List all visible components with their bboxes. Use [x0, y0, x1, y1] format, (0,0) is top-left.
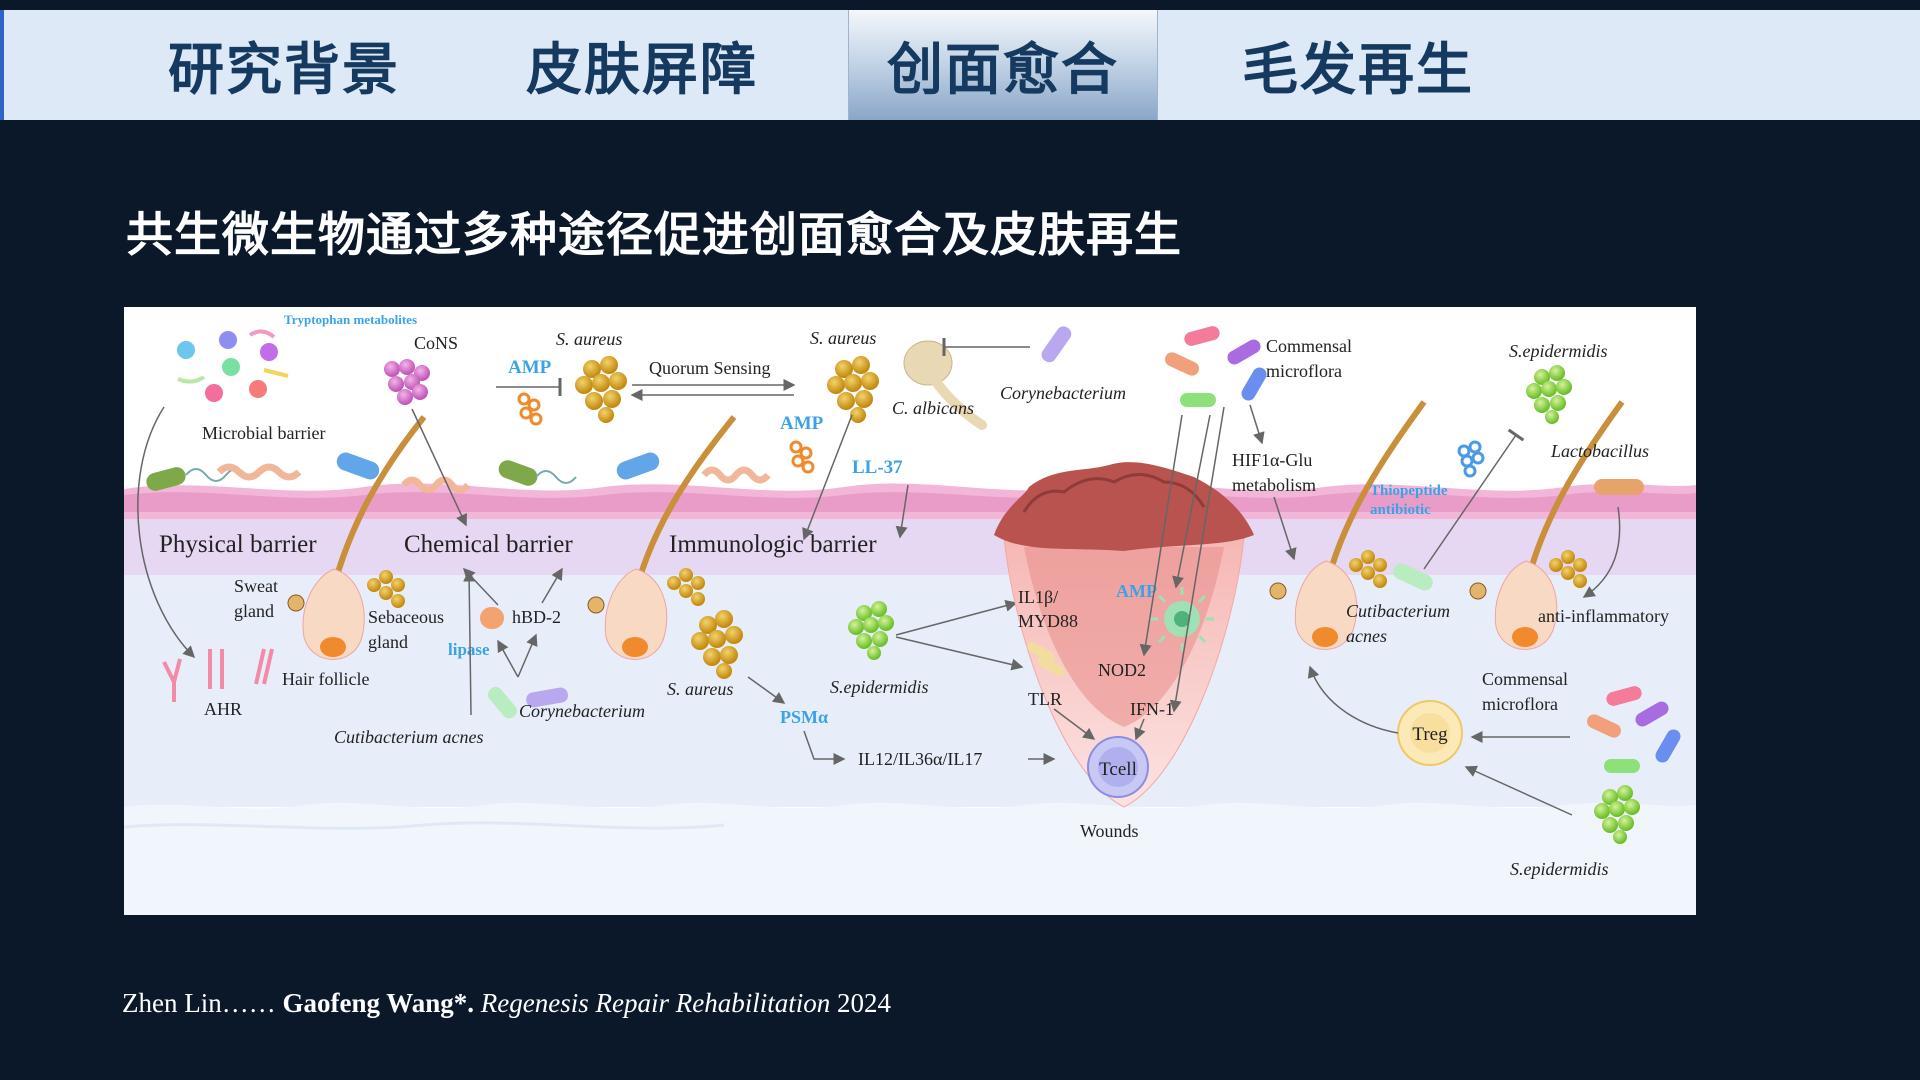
- commensal-label-1b: microflora: [1266, 361, 1342, 381]
- amp-label-1: AMP: [508, 357, 552, 378]
- s-aureus-cluster-1: [575, 356, 627, 423]
- ahr-label: AHR: [204, 699, 242, 719]
- c-albicans-label: C. albicans: [892, 398, 974, 418]
- thiopeptide-particles: [1457, 440, 1485, 478]
- cons-cluster: [384, 359, 430, 405]
- c-albicans-icon: [903, 340, 987, 430]
- surface-microbes: [146, 452, 771, 494]
- tlr-receptor-icon: [1027, 642, 1065, 676]
- sebaceous-label: Sebaceous: [368, 607, 444, 627]
- lactobacillus-label: Lactobacillus: [1550, 441, 1649, 461]
- commensal-label-2b: microflora: [1482, 694, 1558, 714]
- lipase-label: lipase: [448, 640, 490, 659]
- ll37-label: LL-37: [852, 457, 903, 478]
- hair-follicle-3: [1269, 400, 1427, 650]
- tab-research-background[interactable]: 研究背景: [168, 37, 400, 103]
- s-epidermidis-label-2: S.epidermidis: [1509, 341, 1608, 361]
- wounds-label: Wounds: [1080, 821, 1139, 841]
- amp-label-2: AMP: [780, 413, 824, 434]
- tab-hair-regeneration[interactable]: 毛发再生: [1242, 37, 1474, 103]
- tab-skin-barrier[interactable]: 皮肤屏障: [526, 37, 758, 103]
- hair-follicle-2: [587, 415, 737, 660]
- tryptophan-metabolites-icon: [177, 329, 289, 402]
- ifn-label: IFN-1: [1130, 699, 1174, 719]
- tcell-label: Tcell: [1099, 759, 1137, 780]
- tcell-icon: [1087, 736, 1149, 798]
- physical-barrier-label: Physical barrier: [159, 531, 317, 558]
- cutibacterium-label-2b: acnes: [1346, 626, 1387, 646]
- tab-wound-healing[interactable]: 创面愈合: [848, 10, 1158, 120]
- gland-label: gland: [234, 601, 274, 621]
- treg-label: Treg: [1412, 724, 1448, 745]
- thiopeptide-label-1: Thiopeptide: [1370, 483, 1448, 499]
- anti-inflammatory-label: anti-inflammatory: [1538, 606, 1669, 626]
- s-aureus-label-2: S. aureus: [810, 328, 876, 348]
- s-aureus-label-1: S. aureus: [556, 329, 622, 349]
- il1b-label-1: IL1β/: [1018, 587, 1058, 607]
- amp-label-3: AMP: [1116, 581, 1157, 601]
- cons-label: CoNS: [414, 333, 458, 353]
- commensal-microflora-1: [1165, 326, 1267, 407]
- citation-year: 2024: [830, 988, 891, 1018]
- amp-particles-1: [517, 392, 543, 426]
- slide-heading: 共生微生物通过多种途径促进创面愈合及皮肤再生: [126, 208, 1182, 263]
- hair-follicle-label: Hair follicle: [282, 669, 369, 689]
- corynebacterium-label-2: Corynebacterium: [519, 701, 645, 721]
- s-aureus-cluster-3: [691, 610, 743, 679]
- s-epidermidis-cluster-3: [1594, 785, 1640, 844]
- treg-cell-icon: [1397, 700, 1463, 766]
- commensal-label-2a: Commensal: [1482, 669, 1568, 689]
- hair-follicle-1: [287, 415, 427, 660]
- s-epidermidis-cluster-1: [848, 601, 894, 660]
- hair-follicle-4: [1469, 400, 1625, 650]
- mechanism-figure: Physical barrier Chemical barrier Immuno…: [124, 307, 1696, 915]
- tab-bar: 研究背景 皮肤屏障 创面愈合 毛发再生: [0, 10, 1920, 120]
- cutibacterium-label-1: Cutibacterium acnes: [334, 727, 483, 747]
- ahr-receptors: [162, 648, 274, 702]
- tryptophan-label: Tryptophan metabolites: [284, 312, 417, 327]
- hif-label-1: HIF1α-Glu: [1232, 450, 1312, 470]
- psma-label: PSMα: [780, 707, 828, 727]
- chemical-barrier-label: Chemical barrier: [404, 531, 573, 558]
- gland-label-2: gland: [368, 632, 408, 652]
- lactobacillus-icon: [1594, 479, 1644, 495]
- s-epidermidis-label-1: S.epidermidis: [830, 677, 929, 697]
- hif-label-2: metabolism: [1232, 475, 1316, 495]
- s-epidermidis-label-3: S.epidermidis: [1510, 859, 1609, 879]
- sweat-label: Sweat: [234, 576, 278, 596]
- citation: Zhen Lin…… Gaofeng Wang*. Regenesis Repa…: [122, 988, 891, 1019]
- citation-corresponding-author: Gaofeng Wang*.: [282, 988, 475, 1018]
- quorum-sensing-label: Quorum Sensing: [649, 358, 771, 378]
- microbial-barrier-label: Microbial barrier: [202, 423, 325, 443]
- mechanism-diagram: Physical barrier Chemical barrier Immuno…: [124, 307, 1696, 915]
- immunologic-barrier-label: Immunologic barrier: [669, 531, 877, 558]
- s-epidermidis-cluster-2: [1526, 365, 1572, 424]
- il12-label: IL12/IL36α/IL17: [858, 749, 982, 769]
- commensal-label-1a: Commensal: [1266, 336, 1352, 356]
- commensal-microflora-2: [1587, 686, 1681, 773]
- s-aureus-cluster-2: [827, 356, 879, 423]
- tlr-label: TLR: [1028, 689, 1062, 709]
- s-aureus-label-3: S. aureus: [667, 679, 733, 699]
- hbd2-label: hBD-2: [512, 607, 561, 627]
- thiopeptide-label-2: antibiotic: [1370, 502, 1431, 518]
- cutibacterium-label-2a: Cutibacterium: [1346, 601, 1450, 621]
- amp-particles-2: [789, 440, 815, 474]
- citation-journal: Regenesis Repair Rehabilitation: [474, 988, 831, 1018]
- citation-authors: Zhen Lin……: [122, 988, 283, 1018]
- nod2-label: NOD2: [1098, 660, 1146, 680]
- corynebacterium-label-1: Corynebacterium: [1000, 383, 1126, 403]
- il1b-label-2: MYD88: [1018, 611, 1078, 631]
